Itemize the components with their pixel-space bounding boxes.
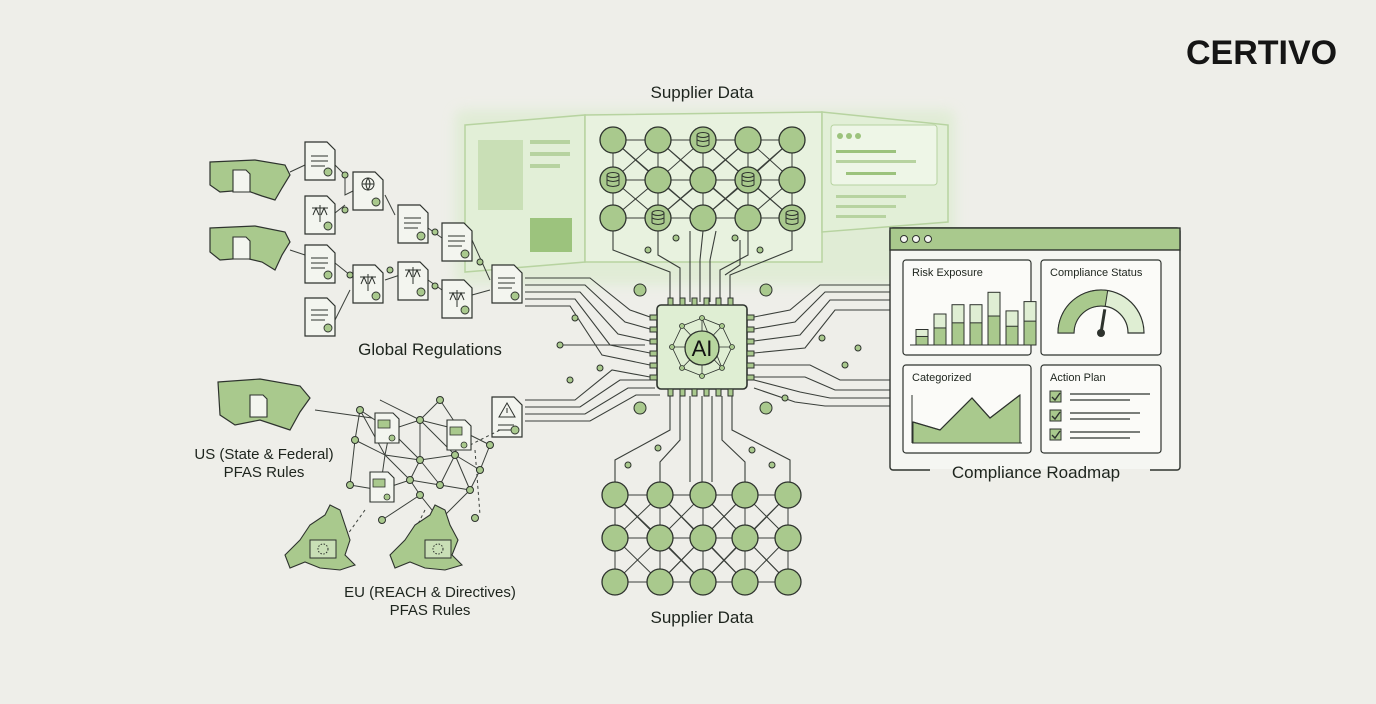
risk-bar-fill: [1023, 320, 1037, 346]
action-plan-title: Action Plan: [1050, 372, 1106, 384]
compliance-gauge-fill: [1057, 289, 1109, 334]
action-plan-items: [1049, 390, 1150, 441]
risk-exposure-title: Risk Exposure: [912, 267, 983, 279]
left-trace-dots: [556, 314, 604, 384]
globe-icon: [361, 177, 375, 191]
compliance-roadmap-label: Compliance Roadmap: [951, 463, 1121, 482]
eu-flag-icons: [309, 539, 452, 559]
risk-bar-fill: [915, 335, 929, 346]
pfas-doc-seals: [372, 419, 468, 501]
risk-exposure-bars: [915, 291, 1037, 346]
document-icon: [232, 169, 251, 260]
checkbox-icon: [1049, 428, 1062, 441]
certivo-logo: CERTIVO: [1186, 34, 1338, 72]
compliance-status-card: Compliance Status: [1040, 259, 1162, 356]
risk-bar-fill: [933, 327, 947, 346]
risk-bar-fill: [951, 322, 965, 346]
database-icon: [606, 132, 799, 225]
categorized-title: Categorized: [912, 372, 971, 384]
eu-rules-label-line1: EU (REACH & Directives): [344, 584, 516, 601]
eu-rules-label-line2: PFAS Rules: [389, 602, 471, 619]
us-pfas-map-icon: [217, 378, 372, 431]
bottom-circuit-traces: [614, 396, 791, 482]
risk-bar-fill: [1005, 325, 1019, 346]
right-circuit-traces: [753, 284, 890, 407]
bottom-trace-dots: [624, 401, 776, 469]
supplier-data-top-label: Supplier Data: [650, 83, 754, 102]
supplier-data-bottom-label: Supplier Data: [650, 608, 754, 627]
ai-chip: AI: [649, 297, 755, 397]
compliance-gauge-needle: [1099, 309, 1107, 334]
document-lines: [311, 155, 515, 431]
ai-chip-label: AI: [692, 336, 713, 361]
right-trace-dots: [781, 334, 862, 402]
categorized-card: Categorized: [902, 364, 1032, 454]
risk-exposure-card: Risk Exposure: [902, 259, 1037, 356]
us-rules-label-line1: US (State & Federal): [194, 446, 334, 463]
top-circuit-traces: [612, 230, 793, 302]
top-trace-dots: [633, 234, 773, 297]
left-circuit-traces: [525, 277, 660, 422]
regulation-tree-dots: [341, 171, 484, 290]
bottom-network-nodes: [601, 481, 802, 596]
top-network-nodes: [599, 126, 806, 232]
risk-bar-fill: [987, 315, 1001, 346]
warning-icon: [498, 401, 516, 418]
action-plan-card: Action Plan: [1040, 364, 1162, 454]
check-mark-icon: [1051, 411, 1061, 421]
checkbox-icon: [1049, 390, 1062, 403]
pfas-mesh-dashed: [339, 429, 501, 546]
scale-icon: [312, 205, 468, 442]
check-mark-icon: [1051, 430, 1061, 440]
checkbox-icon: [1049, 409, 1062, 422]
us-map-link: [314, 409, 373, 419]
us-rules-label-line2: PFAS Rules: [223, 464, 305, 481]
check-mark-icon: [1051, 392, 1061, 402]
risk-bar-fill: [969, 322, 983, 346]
eu-map-icon: [284, 504, 464, 571]
compliance-status-title: Compliance Status: [1050, 267, 1143, 279]
supplier-data-backdrop: [455, 110, 955, 285]
check-seal-icons: [323, 167, 520, 435]
global-regulations-label: Global Regulations: [358, 340, 502, 359]
